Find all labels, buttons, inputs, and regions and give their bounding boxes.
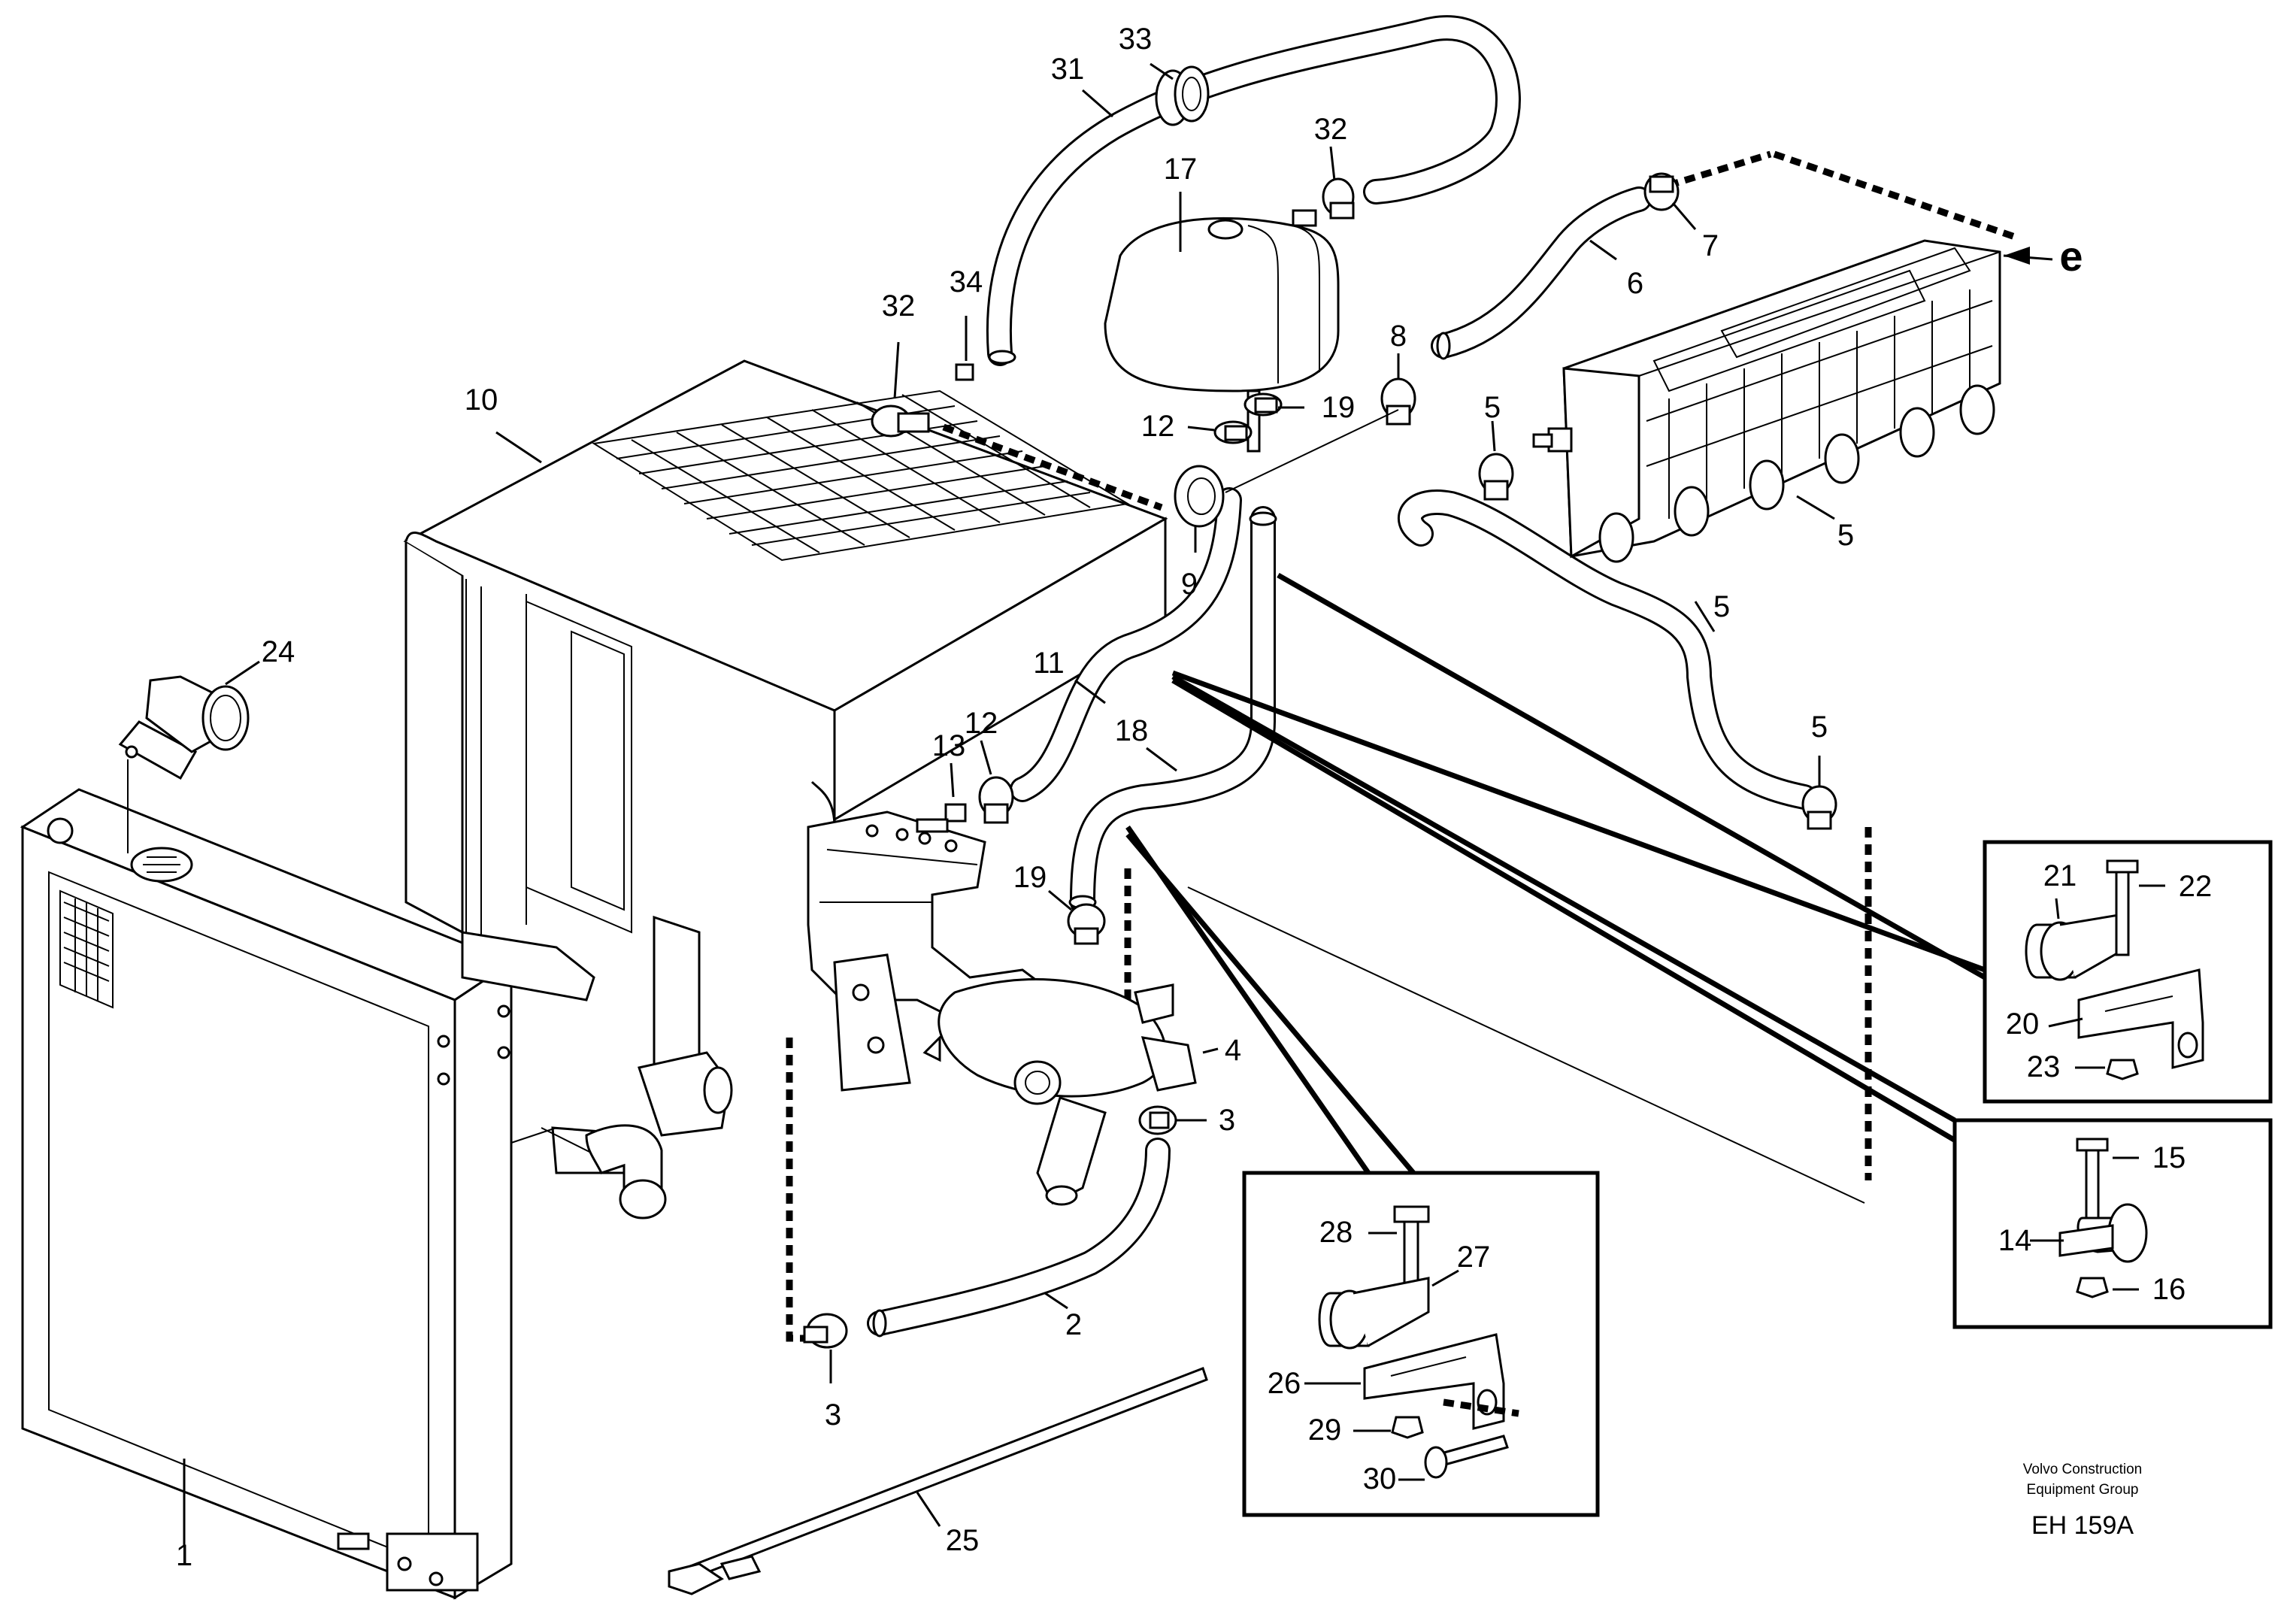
hose-clamp-32-left <box>871 404 930 438</box>
callout-8: 8 <box>1390 320 1407 353</box>
callout-4: 4 <box>1225 1034 1241 1067</box>
callout-32-left: 32 <box>882 289 916 323</box>
hose-clamp-12-upper <box>1213 420 1253 444</box>
callout-16: 16 <box>2152 1273 2186 1306</box>
callout-12-upper: 12 <box>1141 410 1175 443</box>
view-marker-e: e <box>2059 232 2083 280</box>
callout-5-lower: 5 <box>1811 710 1828 744</box>
callout-1: 1 <box>176 1539 192 1572</box>
callout-24: 24 <box>262 635 295 668</box>
callout-3-lower: 3 <box>825 1398 841 1432</box>
radiator <box>20 788 514 1600</box>
callout-7: 7 <box>1702 229 1719 262</box>
callout-25: 25 <box>946 1524 980 1557</box>
callout-23: 23 <box>2027 1050 2061 1083</box>
callout-20: 20 <box>2006 1007 2040 1041</box>
callout-26: 26 <box>1268 1367 1301 1400</box>
callout-34: 34 <box>950 265 983 298</box>
detail-box-bracket-b <box>1952 1118 2273 1329</box>
callout-27: 27 <box>1457 1241 1491 1274</box>
callout-5-upper: 5 <box>1484 391 1501 424</box>
callout-31: 31 <box>1051 53 1085 86</box>
outlet-pipe <box>585 1051 733 1220</box>
cable-tie <box>668 1367 1208 1595</box>
credit-line-1: Volvo Construction <box>2023 1462 2142 1477</box>
callout-32-upper: 32 <box>1314 113 1348 146</box>
drawing-code: EH 159A <box>2031 1511 2134 1540</box>
callout-15: 15 <box>2152 1141 2186 1174</box>
callout-13: 13 <box>932 729 966 762</box>
grommet <box>1155 65 1210 126</box>
hose-clamp-32-upper <box>1322 177 1355 220</box>
callout-5-hose: 5 <box>1713 590 1730 623</box>
callout-28: 28 <box>1319 1216 1353 1249</box>
callout-10: 10 <box>465 383 498 417</box>
hose-clamp-8 <box>1380 377 1416 426</box>
thermostat-housing <box>118 675 250 780</box>
callout-17: 17 <box>1164 153 1198 186</box>
hose-clamp-12-lower <box>978 776 1014 824</box>
hose-clamp-7 <box>1643 172 1680 211</box>
callout-3-pump: 3 <box>1219 1104 1235 1137</box>
callout-11: 11 <box>1033 647 1065 680</box>
callout-6: 6 <box>1627 267 1643 300</box>
callout-12-lower: 12 <box>965 707 998 740</box>
hose-clamp-5-lower <box>1801 785 1837 830</box>
intake-manifold <box>1532 239 2001 563</box>
callout-33: 33 <box>1119 23 1153 56</box>
callout-22: 22 <box>2179 870 2213 903</box>
callout-18: 18 <box>1115 714 1149 747</box>
callout-5-manifold: 5 <box>1837 519 1854 552</box>
callout-2: 2 <box>1065 1308 1082 1341</box>
hose-clamp-3-lower <box>803 1313 848 1349</box>
heater-cover <box>403 359 1168 1174</box>
callout-19-upper: 19 <box>1322 391 1356 424</box>
connector-13 <box>916 803 967 833</box>
coolant-pipe-assembly <box>807 810 1197 1206</box>
callout-30: 30 <box>1363 1462 1397 1495</box>
hose-clamp-3-pump <box>1138 1105 1177 1135</box>
connector-nipple <box>955 363 974 381</box>
credit-line-2: Equipment Group <box>2027 1482 2139 1498</box>
hose-clamp-19-upper <box>1243 392 1283 417</box>
grommet-9 <box>1174 465 1225 528</box>
hose-group <box>867 15 1817 1336</box>
callout-29: 29 <box>1308 1413 1342 1447</box>
detail-box-bracket-a <box>1983 840 2273 1104</box>
hose-clamp-19-lower <box>1067 903 1106 945</box>
hose-clamp-5-upper <box>1478 453 1514 501</box>
expansion-tank <box>1104 209 1340 453</box>
callout-19-lower: 19 <box>1013 861 1047 894</box>
detail-box-bracket-c <box>1242 1171 1600 1517</box>
callout-14: 14 <box>1998 1224 2032 1257</box>
callout-21: 21 <box>2043 859 2077 892</box>
callout-9: 9 <box>1181 568 1198 601</box>
